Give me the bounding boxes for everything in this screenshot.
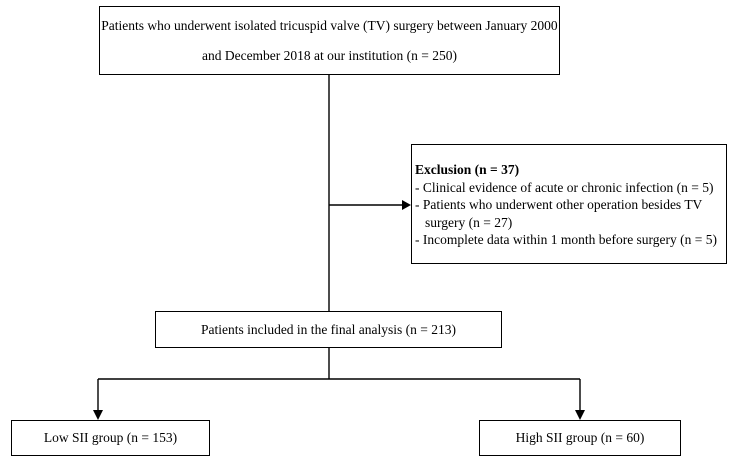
exclusion-title: Exclusion (n = 37) xyxy=(415,162,520,177)
exclusion-item-other-operation: - Patients who underwent other operation… xyxy=(415,197,703,212)
low-sii-group-label: Low SII group (n = 153) xyxy=(43,430,178,445)
exclusion-box: Exclusion (n = 37) - Clinical evidence o… xyxy=(411,144,727,264)
source-line-1: Patients who underwent isolated tricuspi… xyxy=(101,17,558,33)
arrowhead-low xyxy=(93,410,103,420)
final-analysis-box: Patients included in the final analysis … xyxy=(155,311,502,348)
exclusion-item-infection: - Clinical evidence of acute or chronic … xyxy=(415,179,714,195)
source-line-2: and December 2018 at our institution (n … xyxy=(201,47,458,63)
low-sii-group-box: Low SII group (n = 153) xyxy=(11,420,210,456)
final-analysis-label: Patients included in the final analysis … xyxy=(200,321,457,337)
high-sii-group-label: High SII group (n = 60) xyxy=(515,430,645,445)
arrowhead-exclusion xyxy=(402,200,411,210)
high-sii-group-box: High SII group (n = 60) xyxy=(479,420,681,456)
exclusion-item-other-operation-cont: surgery (n = 27) xyxy=(425,214,513,230)
exclusion-item-incomplete-data: - Incomplete data within 1 month before … xyxy=(415,232,718,247)
source-population-box: Patients who underwent isolated tricuspi… xyxy=(99,6,560,75)
arrowhead-high xyxy=(575,410,585,420)
